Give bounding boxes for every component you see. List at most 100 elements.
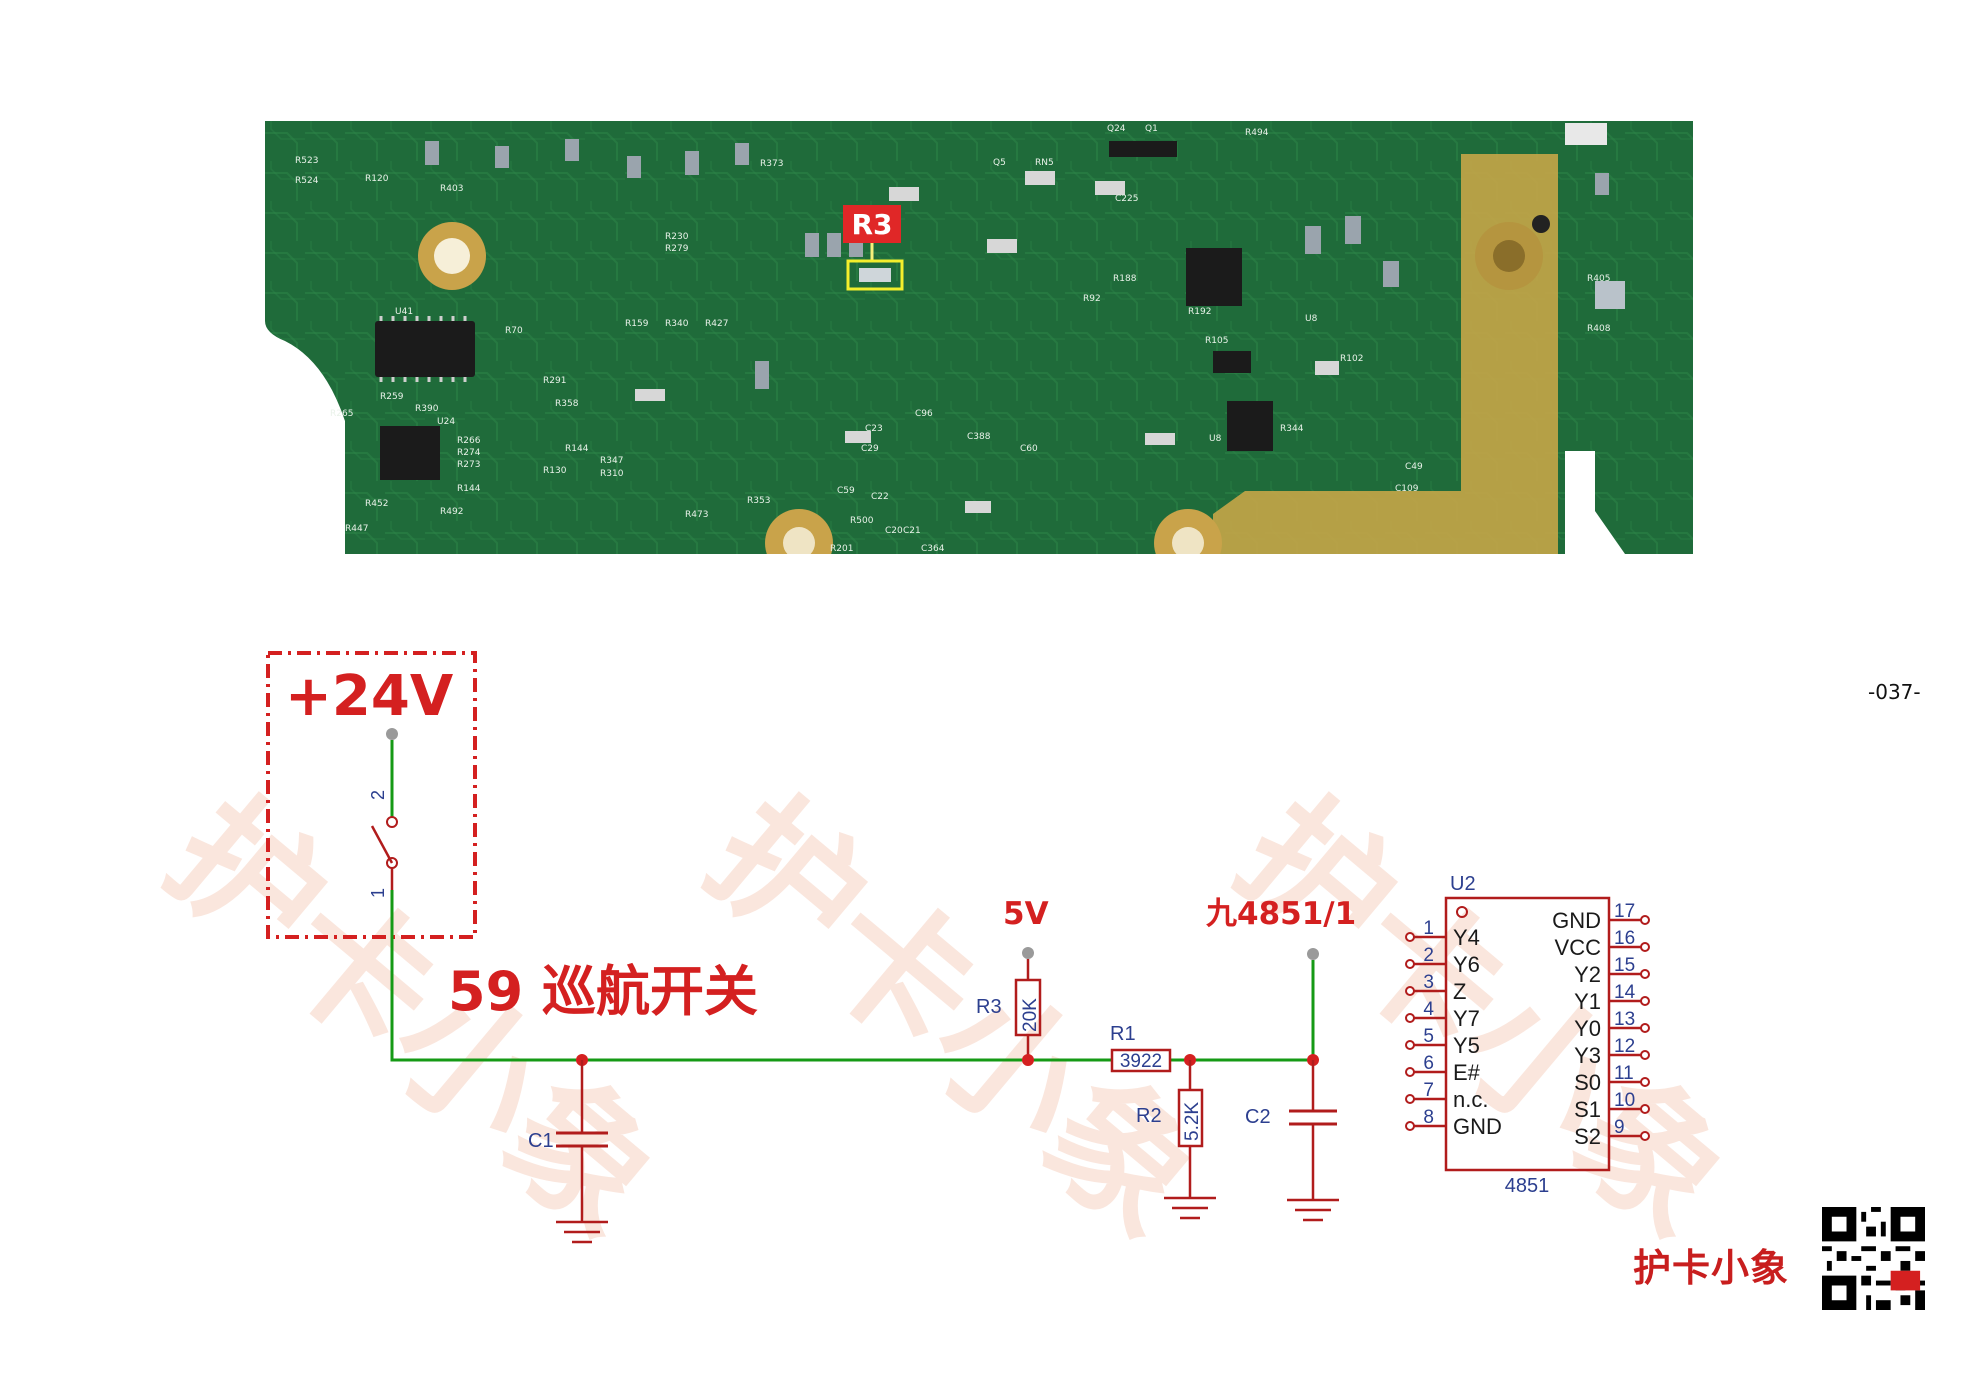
u2-pin-end bbox=[1640, 1131, 1650, 1141]
u2-pin-number: 7 bbox=[1423, 1080, 1434, 1101]
silk-label: C364 bbox=[921, 544, 945, 554]
u2-pin-end bbox=[1640, 915, 1650, 925]
switch-pin-2: 2 bbox=[368, 790, 388, 800]
u2-pin-number: 13 bbox=[1614, 1009, 1635, 1030]
u2-pin-end bbox=[1405, 932, 1415, 942]
u2-pin-end bbox=[1405, 986, 1415, 996]
silk-label: R390 bbox=[415, 404, 439, 414]
capacitor-c2: 九4851/1 C2 bbox=[1206, 896, 1356, 1222]
silk-label: R273 bbox=[457, 460, 480, 470]
resistor-r3: 5V 20K R3 bbox=[976, 896, 1049, 1066]
switch-pin-1: 1 bbox=[368, 888, 388, 898]
brand-logo: 护卡小象 bbox=[1633, 1246, 1790, 1290]
u2-pin-number: 15 bbox=[1614, 955, 1635, 976]
u2-pin-end bbox=[1405, 959, 1415, 969]
silk-label: R403 bbox=[440, 184, 463, 194]
page-number: -037- bbox=[1868, 680, 1921, 704]
silk-label: R144 bbox=[565, 444, 589, 454]
u2-pin-number: 4 bbox=[1423, 999, 1434, 1020]
supply-box bbox=[266, 651, 477, 939]
silk-label: U8 bbox=[1305, 314, 1318, 324]
u2-pin-number: 1 bbox=[1423, 918, 1434, 939]
u2-pin-name: GND bbox=[1453, 1114, 1502, 1139]
u2-part: 4851 bbox=[1505, 1175, 1550, 1197]
u2-pin-name: S0 bbox=[1574, 1070, 1601, 1095]
u2-pin-name: GND bbox=[1552, 908, 1601, 933]
u2-pin-end bbox=[1640, 969, 1650, 979]
u2-pin-end bbox=[1640, 1050, 1650, 1060]
silk-label: R494 bbox=[1245, 128, 1269, 138]
u2-pin-end bbox=[1405, 1094, 1415, 1104]
mounting-holes bbox=[418, 215, 1550, 554]
svg-text:护卡小象: 护卡小象 bbox=[678, 767, 1231, 1269]
silk-label: R105 bbox=[1205, 336, 1228, 346]
resistor-r2: 5.2K R2 bbox=[1136, 1054, 1216, 1220]
silk-label: R347 bbox=[600, 456, 623, 466]
qr-code bbox=[1822, 1207, 1925, 1310]
u2-pin-number: 5 bbox=[1423, 1026, 1434, 1047]
silk-label: U8 bbox=[1209, 434, 1222, 444]
silk-label: R259 bbox=[380, 392, 404, 402]
silk-label: RN5 bbox=[1035, 158, 1054, 168]
silk-label: R523 bbox=[295, 156, 318, 166]
u2-pin-end bbox=[1405, 1040, 1415, 1050]
vcc-label: 5V bbox=[1003, 896, 1049, 932]
u2-pin-end bbox=[1640, 1077, 1650, 1087]
silk-label: Q24 bbox=[1107, 124, 1126, 134]
silk-label: Q1 bbox=[1145, 124, 1158, 134]
silk-label: U24 bbox=[437, 417, 455, 427]
r2-ref: R2 bbox=[1136, 1105, 1162, 1127]
pcb-photo: R523 R524 R120 R403 R373 R230 R279 Q24 Q… bbox=[265, 121, 1693, 554]
supply-label: +24V bbox=[285, 664, 454, 729]
u2-pin-number: 16 bbox=[1614, 928, 1635, 949]
silk-label: Q5 bbox=[993, 158, 1006, 168]
silk-label: R230 bbox=[665, 232, 689, 242]
silk-label: R188 bbox=[1113, 274, 1137, 284]
silkscreen: R523 R524 R120 R403 R373 R230 R279 Q24 Q… bbox=[295, 124, 1611, 554]
copper-pour bbox=[1213, 154, 1558, 554]
net-label: 九4851/1 bbox=[1206, 896, 1356, 932]
u2-pin-name: Y2 bbox=[1574, 962, 1601, 987]
silk-label: R274 bbox=[457, 448, 481, 458]
silk-label: R192 bbox=[1188, 307, 1211, 317]
silk-label: C21 bbox=[903, 526, 921, 536]
silk-label: R408 bbox=[1587, 324, 1611, 334]
silk-label: R344 bbox=[1280, 424, 1304, 434]
u2-pin-name: S1 bbox=[1574, 1097, 1601, 1122]
silk-label: R102 bbox=[1340, 354, 1363, 364]
silk-label: R291 bbox=[543, 376, 566, 386]
signal-label: 59 巡航开关 bbox=[448, 960, 758, 1023]
r1-ref: R1 bbox=[1110, 1023, 1136, 1045]
u2-pin-number: 6 bbox=[1423, 1053, 1434, 1074]
silk-label: C23 bbox=[865, 424, 883, 434]
r3-value: 20K bbox=[1020, 998, 1041, 1032]
cruise-switch: 2 1 bbox=[368, 728, 398, 898]
r1-value: 3922 bbox=[1120, 1051, 1162, 1072]
u2-pin-end bbox=[1405, 1067, 1415, 1077]
silk-label: C49 bbox=[1405, 462, 1423, 472]
capacitor-c1: C1 bbox=[528, 1054, 608, 1244]
silk-label: C96 bbox=[915, 409, 933, 419]
u2-pin-end bbox=[1640, 996, 1650, 1006]
u2-pin-end bbox=[1640, 1104, 1650, 1114]
silk-label: R492 bbox=[440, 507, 463, 517]
svg-text:护卡小象: 护卡小象 bbox=[1208, 767, 1761, 1269]
u2-pin-number: 3 bbox=[1423, 972, 1434, 993]
r3-callout: R3 bbox=[843, 205, 904, 291]
r3-callout-label: R3 bbox=[851, 208, 892, 241]
resistor-r1: 3922 R1 bbox=[1110, 1023, 1172, 1073]
u2-pin-name: Y1 bbox=[1574, 989, 1601, 1014]
u2-pin-end bbox=[1405, 1013, 1415, 1023]
silk-label: C388 bbox=[967, 432, 991, 442]
u2-pin-number: 2 bbox=[1423, 945, 1434, 966]
silk-label: R130 bbox=[543, 466, 567, 476]
silk-label: R201 bbox=[830, 544, 853, 554]
u2-pin-end bbox=[1640, 942, 1650, 952]
r2-value: 5.2K bbox=[1182, 1102, 1203, 1141]
u2-pin-number: 14 bbox=[1614, 982, 1636, 1003]
u2-pin-number: 8 bbox=[1423, 1107, 1434, 1128]
silk-label: R340 bbox=[665, 319, 689, 329]
silk-label: R92 bbox=[1083, 294, 1101, 304]
